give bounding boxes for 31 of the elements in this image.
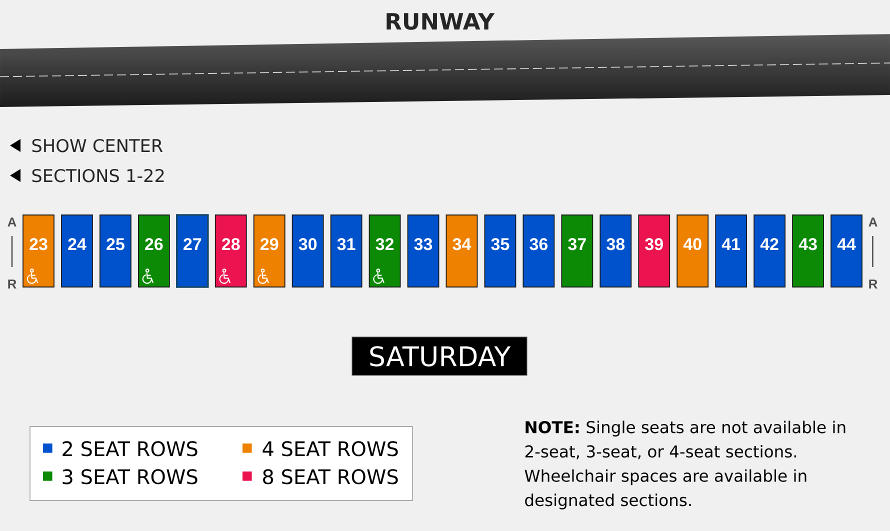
section-box: 23 <box>22 214 54 288</box>
section-box: 31 <box>330 214 362 288</box>
direction-label: SECTIONS 1-22 <box>32 168 164 182</box>
runway-label: RUNWAY <box>386 13 495 30</box>
legend-label: 4 SEAT ROWS <box>262 441 398 456</box>
section-box: 38 <box>600 214 632 288</box>
section-box: 44 <box>830 214 862 288</box>
section-box: 30 <box>292 214 324 288</box>
legend-label: 3 SEAT ROWS <box>62 469 198 484</box>
section-box: 35 <box>484 214 516 288</box>
legend-label: 2 SEAT ROWS <box>62 441 198 456</box>
section-box: 36 <box>522 214 555 288</box>
direction-label: SHOW CENTER <box>32 138 163 152</box>
section-box: 34 <box>446 214 478 288</box>
legend-label: 8 SEAT ROWS <box>263 469 398 484</box>
section-box: 28 <box>214 214 247 288</box>
section-box: 25 <box>100 214 132 288</box>
section-box: 43 <box>792 214 824 288</box>
day-banner: SATURDAY <box>352 336 528 376</box>
section-box: 26 <box>138 214 170 288</box>
section-box: 42 <box>754 214 786 288</box>
section-box: 32 <box>368 214 401 288</box>
section-box: 37 <box>561 214 594 288</box>
section-box: 27 <box>176 214 209 288</box>
section-box: 24 <box>61 214 93 288</box>
section-box: 41 <box>715 214 748 288</box>
section-box: 33 <box>407 214 440 288</box>
section-box: 40 <box>676 214 709 288</box>
section-box: 39 <box>638 214 670 288</box>
section-box: 29 <box>253 214 286 288</box>
note-text: NOTE: Single seats are not available in 2-seat, 3-seat, or 4-seat sections. Wheelchair spaces are available in designated sections. <box>524 420 846 510</box>
